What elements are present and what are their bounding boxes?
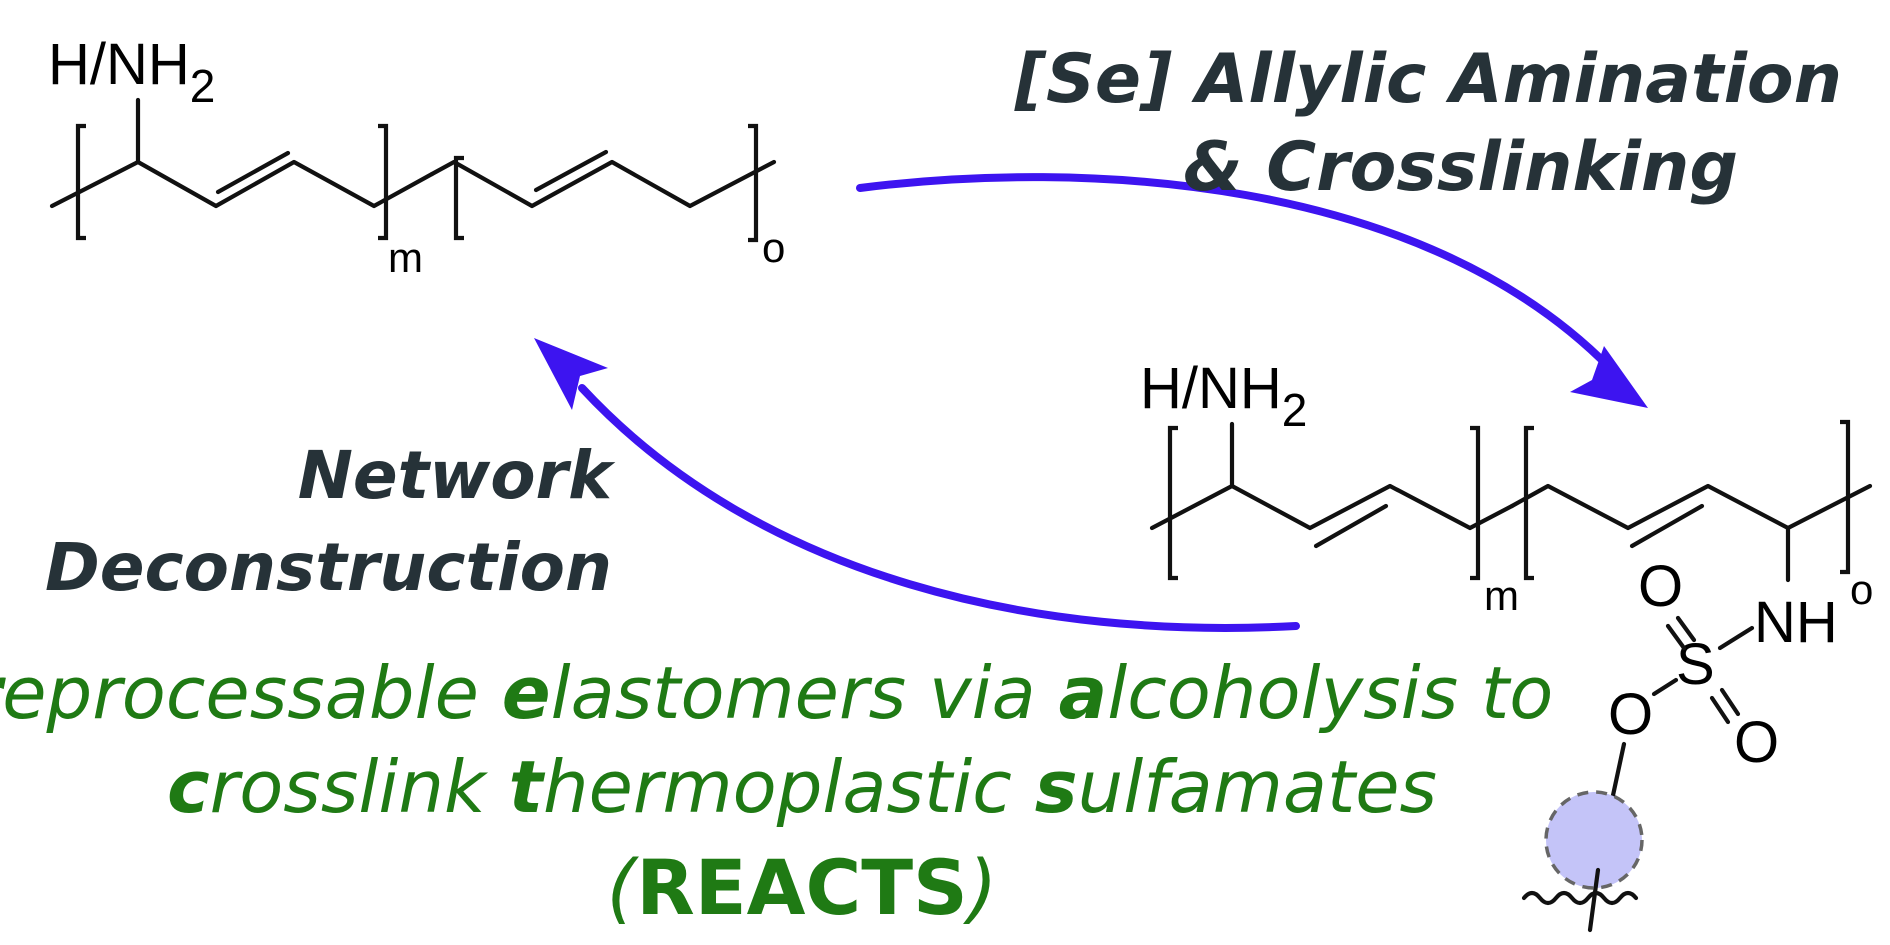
forward-label-line2: & Crosslinking xyxy=(1183,128,1738,207)
top-chain-segment-o xyxy=(429,159,777,209)
bottom-atom-o2: O xyxy=(1734,710,1779,775)
bottom-s-o2-double-bond xyxy=(1709,687,1741,725)
top-polymer: H/NH2 m o xyxy=(48,32,785,281)
bottom-atom-o3: O xyxy=(1608,682,1653,747)
forward-arrow xyxy=(856,173,1648,408)
bottom-repeat-o: o xyxy=(1850,566,1873,613)
bottom-atom-nh: NH xyxy=(1754,590,1838,655)
bottom-chain-segment-o xyxy=(1509,483,1873,531)
bottom-double-bond-o xyxy=(1629,503,1705,549)
bottom-s-n-bond xyxy=(1717,625,1755,651)
top-bracket-o-left xyxy=(453,155,464,241)
bottom-atom-o1: O xyxy=(1638,554,1683,619)
top-repeat-m: m xyxy=(388,234,423,281)
crosslinker-bond xyxy=(1587,867,1601,933)
forward-label-line1: [Se] Allylic Amination xyxy=(1014,40,1842,119)
crosslinker-node xyxy=(1544,790,1644,890)
bottom-polymer: H/NH2 m o NH S O O O xyxy=(1140,356,1873,933)
acronym-line3: (REACTS) xyxy=(607,843,998,932)
top-bracket-o-right xyxy=(748,123,759,243)
crosslinker-wavy-line xyxy=(1521,890,1639,906)
bottom-substituent-label: H/NH2 xyxy=(1140,356,1307,436)
bottom-s-o1-double-bond xyxy=(1665,615,1697,651)
top-double-bond-m xyxy=(215,150,291,195)
bottom-bracket-m-left xyxy=(1167,425,1178,581)
bottom-bracket-m-right xyxy=(1470,425,1481,581)
bottom-chain-segment-m xyxy=(1149,483,1515,531)
bottom-double-bond-m xyxy=(1313,503,1389,549)
reverse-label-line2: Deconstruction xyxy=(45,529,612,606)
top-repeat-o: o xyxy=(762,224,785,271)
top-bracket-m-right xyxy=(378,123,389,241)
bottom-s-o3-bond xyxy=(1651,677,1679,697)
top-double-bond-o xyxy=(533,149,609,193)
reverse-arrow xyxy=(534,338,1300,632)
reverse-label-line1: Network xyxy=(298,437,616,514)
acronym-line2: crosslink thermoplastic sulfamates xyxy=(167,745,1437,829)
acronym-line1: reprocessable elastomers via alcoholysis… xyxy=(0,651,1553,735)
top-bracket-m-left xyxy=(75,123,86,241)
top-substituent-label: H/NH2 xyxy=(48,32,215,112)
bottom-bracket-o-right xyxy=(1840,419,1851,575)
top-chain-segment-m xyxy=(49,159,435,209)
bottom-bracket-o-left xyxy=(1523,425,1534,581)
bottom-o-crosslinker-bond xyxy=(1609,741,1627,803)
bottom-repeat-m: m xyxy=(1484,572,1519,619)
